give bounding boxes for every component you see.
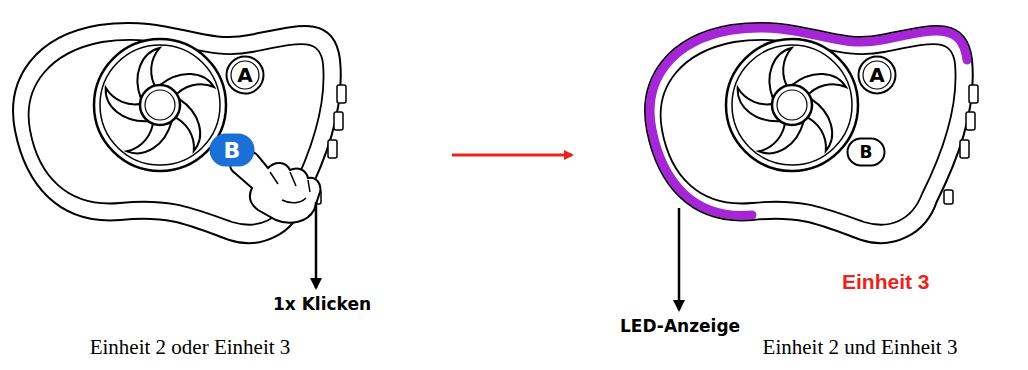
button-b: B (209, 133, 255, 167)
button-letter: B (846, 137, 886, 167)
button-a: A (225, 55, 265, 95)
caption-right: Einheit 2 und Einheit 3 (763, 335, 958, 360)
button-letter: A (857, 55, 897, 95)
action-label: 1x Klicken (273, 294, 371, 314)
button-letter: A (225, 55, 265, 95)
led-label: LED-Anzeige (620, 316, 740, 336)
button-a: A (857, 55, 897, 95)
button-letter: B (209, 133, 255, 167)
button-b: B (846, 137, 886, 167)
unit-label: Einheit 3 (842, 270, 930, 294)
caption-left: Einheit 2 oder Einheit 3 (90, 335, 291, 360)
